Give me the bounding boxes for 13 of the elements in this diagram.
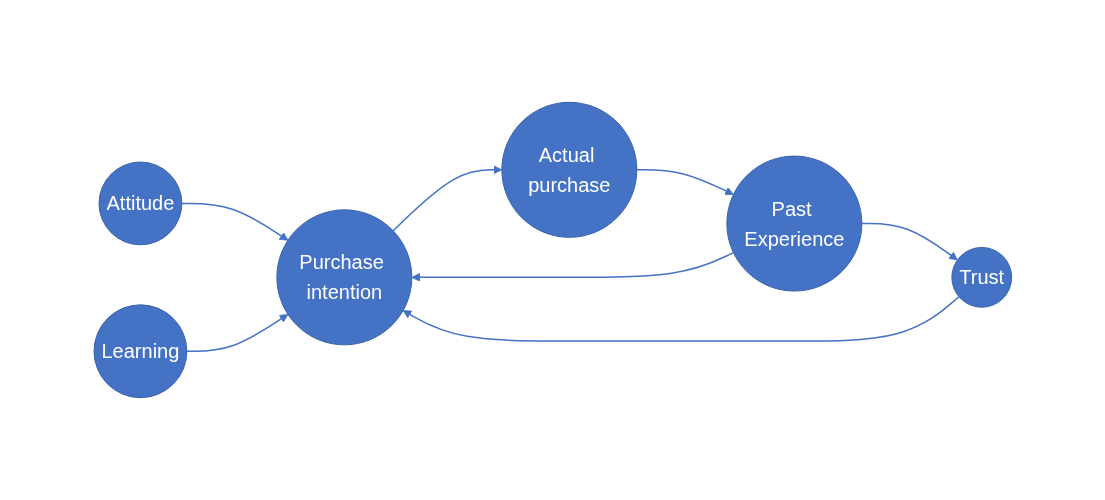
arrow	[402, 295, 960, 342]
node-circle: Actual purchase	[501, 101, 637, 238]
node-circle: Attitude	[98, 161, 182, 246]
node-circle: Learning	[93, 304, 187, 399]
arrow	[392, 165, 502, 232]
arrow	[411, 251, 734, 282]
node-circle: Past Experience	[726, 155, 862, 292]
arrow	[635, 169, 734, 196]
arrow	[185, 314, 288, 352]
node-circle: Purchase intention	[276, 209, 412, 346]
arrow	[180, 202, 288, 241]
node-circle: Trust	[951, 246, 1012, 308]
arrow	[860, 222, 958, 261]
